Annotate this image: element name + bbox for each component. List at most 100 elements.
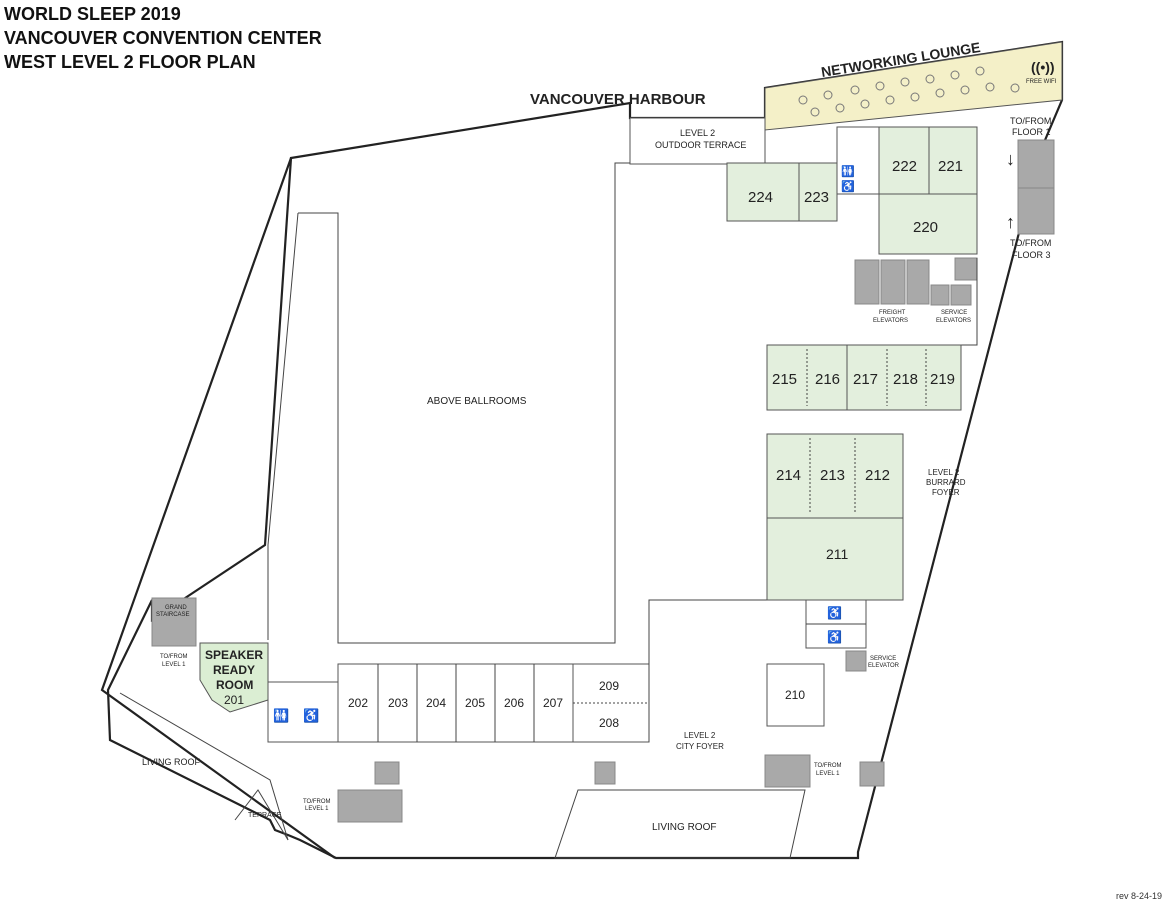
room-211-label: 211: [826, 546, 849, 562]
freight-elevators-label-2: ELEVATORS: [873, 318, 908, 324]
room-214-label: 214: [776, 467, 801, 484]
speaker-room-number: 201: [224, 693, 244, 707]
burrard-foyer-label-1: LEVEL 2: [928, 468, 960, 477]
outdoor-terrace: [629, 117, 766, 165]
room-204-label: 204: [426, 696, 446, 710]
freight-elevator-2: [880, 259, 906, 305]
above-ballrooms-label: ABOVE BALLROOMS: [427, 396, 527, 407]
service-elevator-label-1: SERVICE: [870, 656, 896, 662]
living-roof-left: [119, 692, 289, 841]
elevator-bottom-3: [859, 761, 885, 787]
service-elevators-label-1: SERVICE: [941, 310, 967, 316]
room-205-label: 205: [465, 696, 485, 710]
room-212-214[interactable]: [766, 433, 904, 519]
grand-staircase: [151, 597, 197, 647]
outdoor-terrace-label-1: LEVEL 2: [680, 128, 715, 138]
to-level1-a-label-1: TO/FROM: [160, 654, 188, 660]
title-line-1: WORLD SLEEP 2019: [4, 4, 181, 24]
arrow-down-icon: ↓: [1006, 149, 1015, 169]
room-221[interactable]: [928, 126, 978, 195]
room-210-label: 210: [785, 688, 805, 702]
restroom-icon: 🚻: [273, 708, 289, 723]
restroom-icon: 🚻: [841, 165, 855, 178]
outer-wall-left: [100, 157, 336, 859]
speaker-room-line-2: READY: [213, 663, 255, 677]
to-floor3-label-1: TO/FROM: [1010, 238, 1051, 248]
room-222[interactable]: [878, 126, 930, 195]
room-223-label: 223: [804, 189, 829, 206]
city-foyer-label-1: LEVEL 2: [684, 731, 716, 740]
free-wifi-label: FREE WIFI: [1026, 79, 1057, 85]
room-212-label: 212: [865, 467, 890, 484]
service-elevator-1: [930, 284, 950, 306]
service-elevator-box: [845, 650, 867, 672]
living-roof-bottom: [554, 789, 806, 859]
room-219-label: 219: [930, 371, 955, 388]
speaker-room-line-1: SPEAKER: [205, 648, 263, 662]
map-title: WORLD SLEEP 2019 VANCOUVER CONVENTION CE…: [4, 2, 322, 74]
room-217-219[interactable]: [846, 344, 962, 411]
elevator-bottom-1: [374, 761, 400, 785]
room-211[interactable]: [766, 517, 904, 601]
room-220-label: 220: [913, 219, 938, 236]
outdoor-terrace-label-2: OUTDOOR TERRACE: [655, 140, 746, 150]
freight-elevator-3: [906, 259, 930, 305]
above-ballrooms-outline: [298, 162, 630, 644]
service-elevators-label-2: ELEVATORS: [936, 318, 971, 324]
living-roof-bottom-label: LIVING ROOF: [652, 822, 716, 833]
room-209-label: 209: [599, 679, 619, 693]
grand-staircase-label-2: STAIRCASE: [156, 612, 190, 618]
room-216-label: 216: [815, 371, 840, 388]
room-222-label: 222: [892, 158, 917, 175]
room-210: [766, 663, 825, 727]
stairs-floor-3: [1017, 187, 1055, 235]
revision-label: rev 8-24-19: [1115, 891, 1162, 901]
title-line-3: WEST LEVEL 2 FLOOR PLAN: [4, 52, 256, 72]
accessible-icon: ♿: [827, 630, 842, 644]
room-224-label: 224: [748, 189, 773, 206]
elevator-box-top: [954, 257, 978, 281]
elevator-bottom-2: [594, 761, 616, 785]
burrard-foyer-label-3: FOYER: [932, 488, 960, 497]
service-elevator-2: [950, 284, 972, 306]
to-floor1-label-2: FLOOR 1: [1012, 127, 1051, 137]
city-foyer-label-2: CITY FOYER: [676, 742, 724, 751]
room-207-label: 207: [543, 696, 563, 710]
harbour-label: VANCOUVER HARBOUR: [530, 91, 706, 108]
to-floor3-label-2: FLOOR 3: [1012, 250, 1051, 260]
room-215-label: 215: [772, 371, 797, 388]
living-roof-left-label: LIVING ROOF: [142, 757, 201, 767]
to-level1-c-label-2: LEVEL 1: [816, 771, 840, 777]
to-level1-b-label-1: TO/FROM: [303, 799, 331, 805]
room-218-label: 218: [893, 371, 918, 388]
to-floor1-label-1: TO/FROM: [1010, 116, 1051, 126]
to-level1-c-label-1: TO/FROM: [814, 763, 842, 769]
lounge-tables: [798, 66, 1020, 117]
title-line-2: VANCOUVER CONVENTION CENTER: [4, 28, 322, 48]
room-224[interactable]: [726, 162, 800, 222]
networking-lounge: [764, 41, 1063, 131]
speaker-room-line-3: ROOM: [216, 678, 253, 692]
terrace-label: TERRACE: [248, 812, 282, 819]
grand-staircase-label-1: GRAND: [165, 605, 187, 611]
arrow-up-icon: ↑: [1006, 212, 1015, 232]
stairs-floor-1: [1017, 139, 1055, 189]
room-220[interactable]: [878, 193, 978, 255]
freight-elevators-label-1: FREIGHT: [879, 310, 906, 316]
freight-elevator-1: [854, 259, 880, 305]
room-217-label: 217: [853, 371, 878, 388]
stairs-level-1-right: [764, 754, 811, 788]
ballroom-edge-left: [267, 212, 299, 640]
to-level1-b-label-2: LEVEL 1: [305, 806, 329, 812]
room-203-label: 203: [388, 696, 408, 710]
room-213-label: 213: [820, 467, 845, 484]
terrace: [234, 789, 289, 841]
to-level1-a-label-2: LEVEL 1: [162, 662, 186, 668]
city-foyer-line: [648, 599, 767, 742]
room-208-label: 208: [599, 716, 619, 730]
burrard-foyer-label-2: BURRARD: [926, 478, 966, 487]
stairs-level-1-left: [337, 789, 403, 823]
speaker-ready-room[interactable]: [199, 642, 269, 713]
accessible-icon: ♿: [303, 708, 319, 723]
